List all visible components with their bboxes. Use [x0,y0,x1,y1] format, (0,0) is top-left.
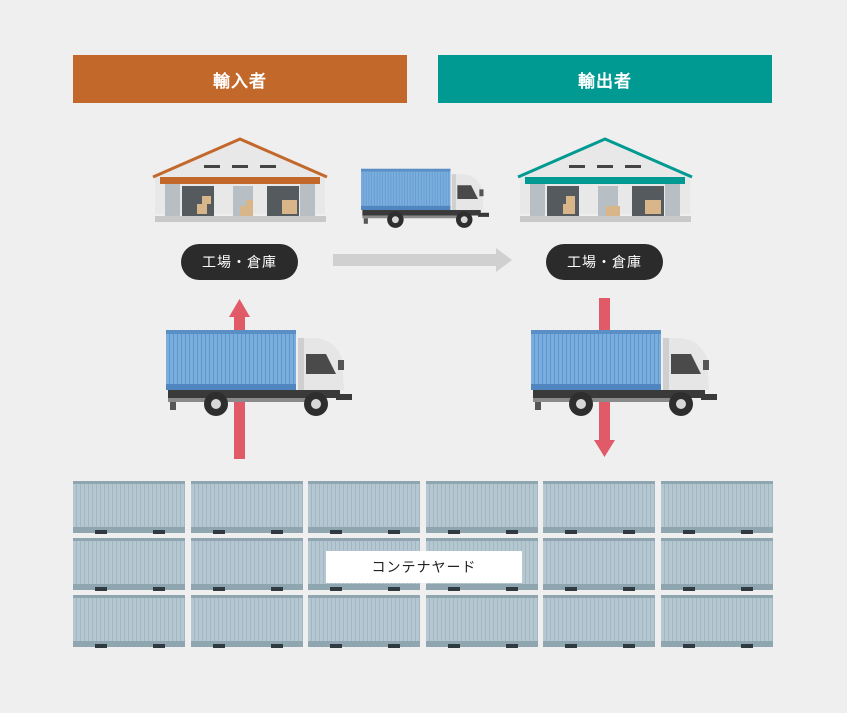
import-truck-icon [166,330,352,416]
gray-arrow-right-icon [333,248,512,272]
exporter-facility-label: 工場・倉庫 [546,244,663,280]
exporter-warehouse-icon [517,137,693,222]
exporter-header-bar [438,55,772,103]
importer-facility-label: 工場・倉庫 [181,244,298,280]
transfer-truck-icon [361,168,489,228]
importer-warehouse-icon [152,137,328,222]
export-truck-icon [531,330,717,416]
container-yard-label: コンテナヤード [326,551,522,583]
importer-header-bar [73,55,407,103]
exporter-heading: 輸出者 [578,71,632,92]
importer-heading: 輸入者 [213,71,267,92]
